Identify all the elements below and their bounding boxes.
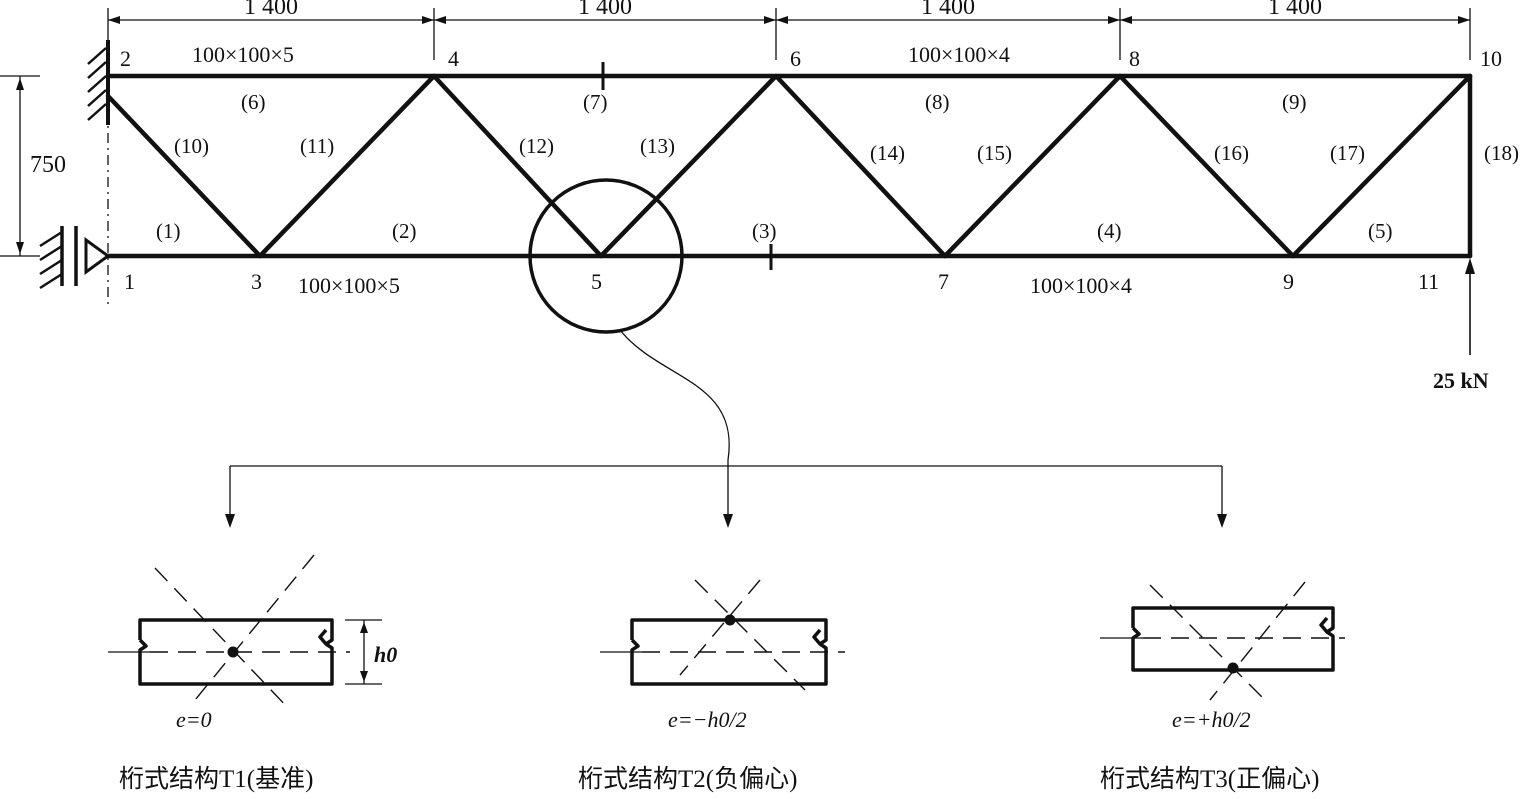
web-diagonals	[105, 73, 1473, 259]
member-10: (10)	[174, 134, 209, 158]
node-3: 3	[251, 269, 262, 294]
member-13: (13)	[640, 134, 675, 158]
h0-label: h0	[374, 642, 397, 667]
distribution-arrows	[225, 460, 1227, 528]
t3-caption: 桁式结构T3(正偏心)	[1100, 765, 1319, 793]
dim-span-4: 1 400	[1268, 0, 1322, 20]
fixed-support-icon	[87, 40, 110, 125]
member-8: (8)	[925, 90, 950, 114]
dim-height: 750	[30, 152, 66, 178]
node-5: 5	[591, 269, 602, 294]
dim-span-1: 1 400	[244, 0, 298, 20]
load-arrow-icon	[1465, 258, 1475, 355]
t2-eccentricity: e=−h0/2	[668, 707, 747, 732]
member-15: (15)	[977, 141, 1012, 165]
section-bottom-right: 100×100×4	[1030, 273, 1132, 298]
member-1: (1)	[156, 219, 181, 243]
node-6: 6	[790, 46, 801, 71]
member-9: (9)	[1282, 90, 1307, 114]
detail-leader	[619, 329, 730, 461]
t1-eccentricity: e=0	[176, 707, 212, 732]
pin-support-icon	[39, 226, 111, 290]
t2-caption: 桁式结构T2(负偏心)	[578, 765, 797, 793]
member-14: (14)	[870, 141, 905, 165]
member-11: (11)	[300, 134, 334, 158]
member-17: (17)	[1330, 141, 1365, 165]
member-5: (5)	[1368, 219, 1393, 243]
member-16: (16)	[1214, 141, 1249, 165]
member-12: (12)	[519, 134, 554, 158]
section-detail-t3	[1100, 581, 1345, 701]
dimension-line-height	[0, 75, 40, 257]
t1-caption: 桁式结构T1(基准)	[119, 765, 313, 793]
dim-span-3: 1 400	[921, 0, 975, 20]
member-18: (18)	[1484, 141, 1519, 165]
section-top-left: 100×100×5	[192, 42, 294, 67]
node-7: 7	[938, 269, 949, 294]
member-6: (6)	[241, 90, 266, 114]
member-2: (2)	[392, 219, 417, 243]
section-detail-t2	[600, 579, 845, 691]
member-3: (3)	[752, 219, 777, 243]
dim-span-2: 1 400	[578, 0, 632, 20]
node-11: 11	[1418, 269, 1439, 294]
node-9: 9	[1283, 269, 1294, 294]
detail-circle	[528, 178, 684, 334]
section-bottom-left: 100×100×5	[298, 273, 400, 298]
dimension-line-top	[107, 8, 1471, 60]
node-1: 1	[124, 269, 135, 294]
node-2: 2	[120, 46, 131, 71]
member-4: (4)	[1097, 219, 1122, 243]
section-top-right: 100×100×4	[908, 42, 1010, 67]
node-4: 4	[448, 46, 459, 71]
t3-eccentricity: e=+h0/2	[1172, 707, 1251, 732]
node-8: 8	[1129, 46, 1140, 71]
node-10: 10	[1480, 46, 1502, 71]
load-label: 25 kN	[1433, 368, 1489, 393]
section-detail-t1	[108, 554, 382, 711]
member-7: (7)	[583, 90, 608, 114]
